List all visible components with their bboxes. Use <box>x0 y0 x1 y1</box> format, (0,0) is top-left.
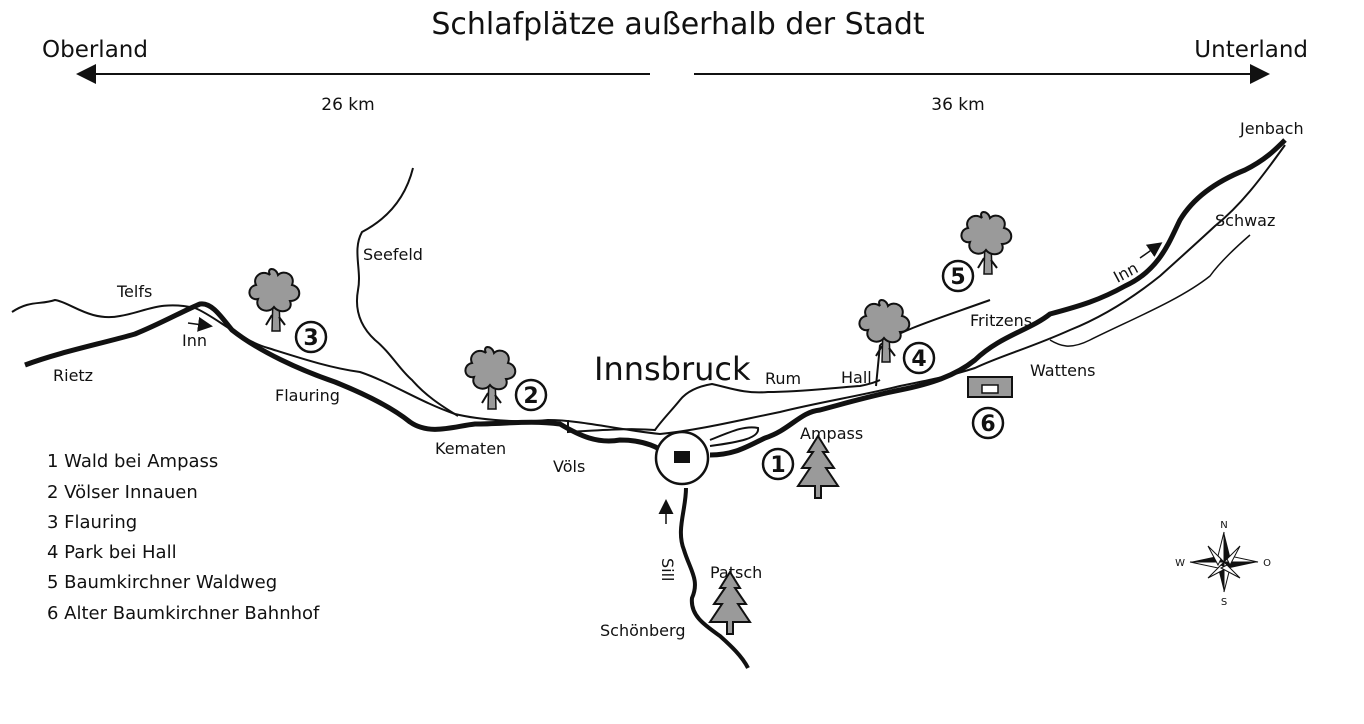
marker-6: 6 <box>971 406 1005 440</box>
label-kematen: Kematen <box>435 439 506 458</box>
conifer-tree-icon <box>797 435 839 499</box>
legend-item-1: 1 Wald bei Ampass <box>47 451 219 472</box>
label-jenbach: Jenbach <box>1239 119 1304 138</box>
label-patsch: Patsch <box>710 563 762 582</box>
legend-item-2: 2 Völser Innauen <box>47 482 198 503</box>
tree-icon <box>248 268 301 332</box>
label-rum: Rum <box>765 369 801 388</box>
innsbruck-city-marker <box>654 430 710 486</box>
compass-o: O <box>1263 558 1271 569</box>
tree-icon <box>464 346 517 410</box>
label-schwaz: Schwaz <box>1215 211 1275 230</box>
east-distance: 36 km <box>931 95 984 115</box>
label-hall: Hall <box>841 368 872 387</box>
tree-icon <box>858 299 911 363</box>
label-rietz: Rietz <box>53 366 93 385</box>
brenner-road <box>678 487 750 669</box>
main-road <box>24 138 1287 458</box>
seefeld-road <box>356 167 459 417</box>
direction-east: Unterland 36 km <box>694 37 1308 115</box>
river-inn <box>11 144 1286 436</box>
inn-east-arrow <box>1139 242 1163 259</box>
marker-2: 2 <box>514 378 548 412</box>
legend-item-6: 6 Alter Baumkirchner Bahnhof <box>47 603 320 624</box>
innsbruck-north-road <box>567 379 881 434</box>
compass-w: W <box>1175 558 1185 569</box>
label-wattens: Wattens <box>1030 361 1095 380</box>
compass-s: S <box>1221 597 1227 608</box>
west-distance: 26 km <box>321 95 374 115</box>
unterland-label: Unterland <box>1194 37 1308 63</box>
marker-3: 3 <box>294 320 328 354</box>
svg-text:1: 1 <box>770 453 785 478</box>
label-sill: Sill <box>658 558 677 582</box>
svg-text:3: 3 <box>303 326 318 351</box>
svg-text:6: 6 <box>980 412 995 437</box>
label-ampass: Ampass <box>800 424 863 443</box>
label-voels: Völs <box>553 457 585 476</box>
svg-text:4: 4 <box>911 347 926 372</box>
legend-item-4: 4 Park bei Hall <box>47 542 177 563</box>
direction-west: Oberland 26 km <box>42 37 650 115</box>
label-innsbruck: Innsbruck <box>594 350 751 388</box>
fritzens-road <box>1049 234 1251 347</box>
legend-item-3: 3 Flauring <box>47 512 138 533</box>
label-inn-west: Inn <box>182 331 207 350</box>
marker-1: 1 <box>761 447 795 481</box>
map-title: Schlafplätze außerhalb der Stadt <box>431 7 925 42</box>
marker-5: 5 <box>941 259 975 293</box>
compass-rose-icon: N S W O <box>1175 520 1271 608</box>
label-schoenberg: Schönberg <box>600 621 685 640</box>
label-telfs: Telfs <box>116 282 152 301</box>
oberland-label: Oberland <box>42 37 148 63</box>
inn-west-arrow <box>187 316 213 332</box>
label-fritzens: Fritzens <box>970 311 1032 330</box>
svg-text:2: 2 <box>523 384 538 409</box>
old-station-icon <box>967 376 1013 398</box>
marker-4: 4 <box>902 341 936 375</box>
label-seefeld: Seefeld <box>363 245 423 264</box>
compass-n: N <box>1220 520 1227 531</box>
legend-item-5: 5 Baumkirchner Waldweg <box>47 572 278 593</box>
label-flauring: Flauring <box>275 386 340 405</box>
svg-text:5: 5 <box>950 265 965 290</box>
innsbruck-south-road <box>709 426 760 447</box>
